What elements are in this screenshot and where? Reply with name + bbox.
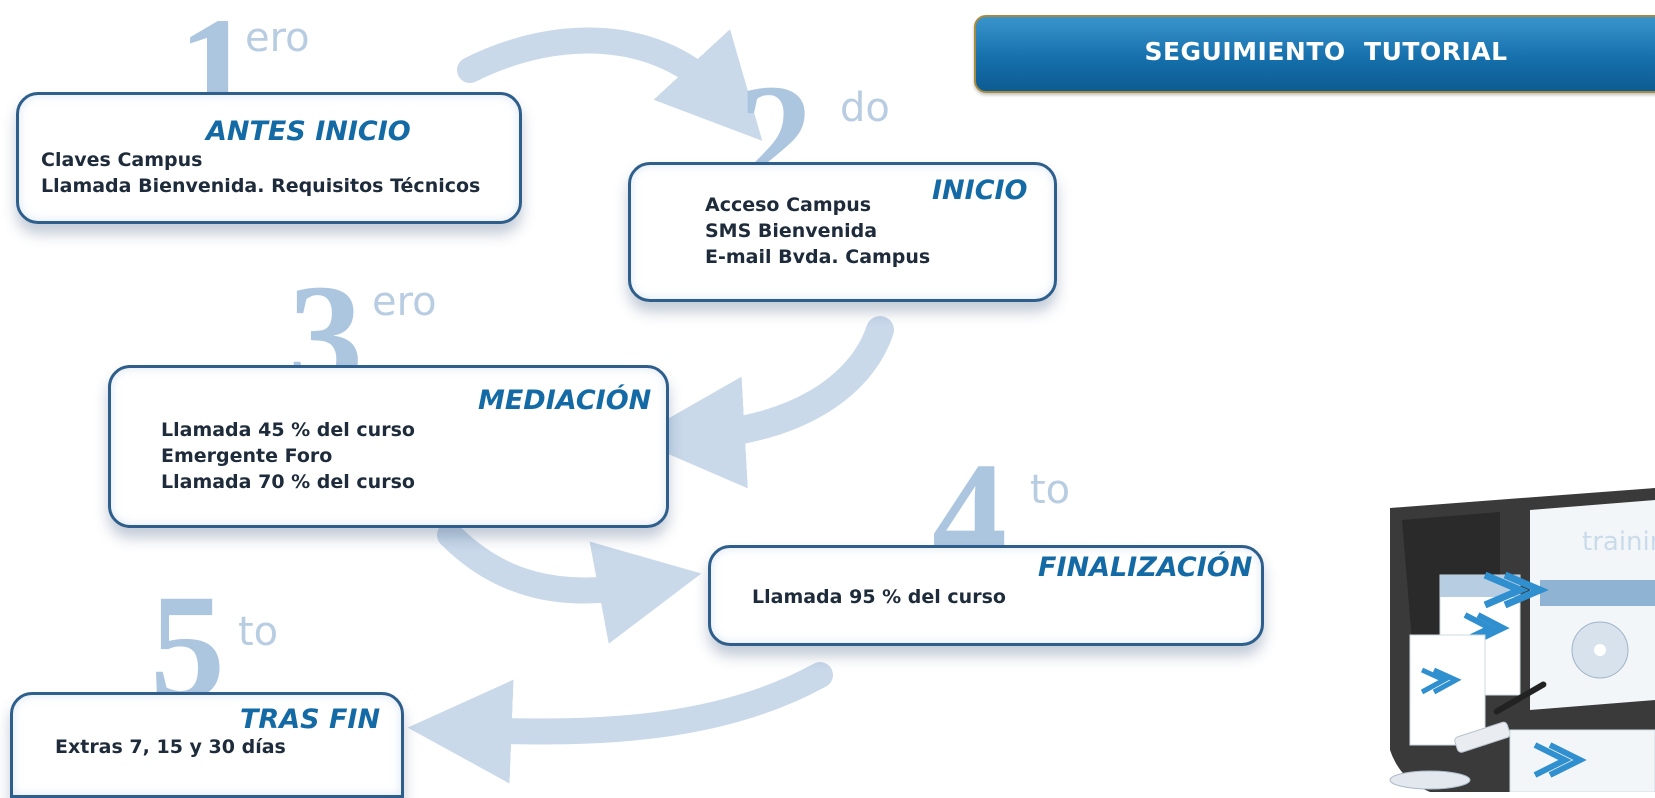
stage-3-box bbox=[108, 365, 669, 528]
stage-5-box bbox=[10, 692, 404, 798]
arrow-3-to-4 bbox=[437, 522, 702, 644]
arrow-4-to-5 bbox=[407, 662, 833, 784]
stage-4-items: Llamada 95 % del curso bbox=[752, 584, 1006, 610]
training-kit-image: training bbox=[1389, 488, 1655, 792]
stage-4-title: FINALIZACIÓN bbox=[1038, 552, 1253, 583]
arrow-2-to-3 bbox=[632, 316, 894, 489]
document-photo bbox=[1540, 580, 1655, 606]
stage-3-title: MEDIACIÓN bbox=[478, 385, 652, 416]
stage-5-items: Extras 7, 15 y 30 días bbox=[55, 734, 286, 760]
chevron-icon bbox=[1483, 571, 1549, 609]
stage-2-title: INICIO bbox=[932, 175, 1028, 206]
list-item: Acceso Campus bbox=[705, 194, 872, 216]
cd-stack bbox=[1389, 770, 1471, 790]
usb-drive bbox=[1454, 721, 1511, 753]
list-item: Claves Campus bbox=[41, 149, 203, 171]
chevron-icon bbox=[1533, 742, 1587, 778]
pen bbox=[1493, 681, 1547, 715]
banner-title: SEGUIMIENTO TUTORIAL bbox=[1144, 37, 1508, 66]
list-item: Llamada Bienvenida. Requisitos Técnicos bbox=[41, 175, 481, 197]
header-banner: SEGUIMIENTO TUTORIAL bbox=[974, 15, 1655, 93]
list-item: SMS Bienvenida bbox=[705, 220, 878, 242]
list-item: Emergente Foro bbox=[161, 445, 333, 467]
stage-2-ordinal: do bbox=[840, 85, 890, 131]
stage-2-items: Acceso Campus SMS Bienvenida E-mail Bvda… bbox=[705, 192, 930, 270]
training-label: training bbox=[1582, 527, 1655, 557]
chevron-icon bbox=[1420, 667, 1462, 695]
arrow-1-to-2 bbox=[457, 27, 763, 141]
stage-4-ordinal: to bbox=[1030, 467, 1071, 513]
stage-1-title: ANTES INICIO bbox=[206, 116, 411, 147]
stage-5-ordinal: to bbox=[238, 609, 279, 655]
list-item: E-mail Bvda. Campus bbox=[705, 246, 931, 268]
stage-5-title: TRAS FIN bbox=[240, 704, 381, 735]
stage-4-box bbox=[708, 545, 1264, 646]
stage-3-items: Llamada 45 % del curso Emergente Foro Ll… bbox=[161, 417, 415, 495]
list-item: Extras 7, 15 y 30 días bbox=[55, 736, 286, 758]
stage-2-box bbox=[628, 162, 1057, 302]
stage-1-ordinal: ero bbox=[245, 15, 310, 61]
stage-1-box bbox=[16, 92, 522, 224]
list-item: Llamada 45 % del curso bbox=[161, 419, 415, 441]
cd-hole bbox=[1594, 644, 1606, 656]
list-item: Llamada 70 % del curso bbox=[161, 471, 415, 493]
stage-3-ordinal: ero bbox=[372, 279, 437, 325]
list-item: Llamada 95 % del curso bbox=[752, 586, 1006, 608]
stage-1-items: Claves Campus Llamada Bienvenida. Requis… bbox=[41, 147, 480, 199]
